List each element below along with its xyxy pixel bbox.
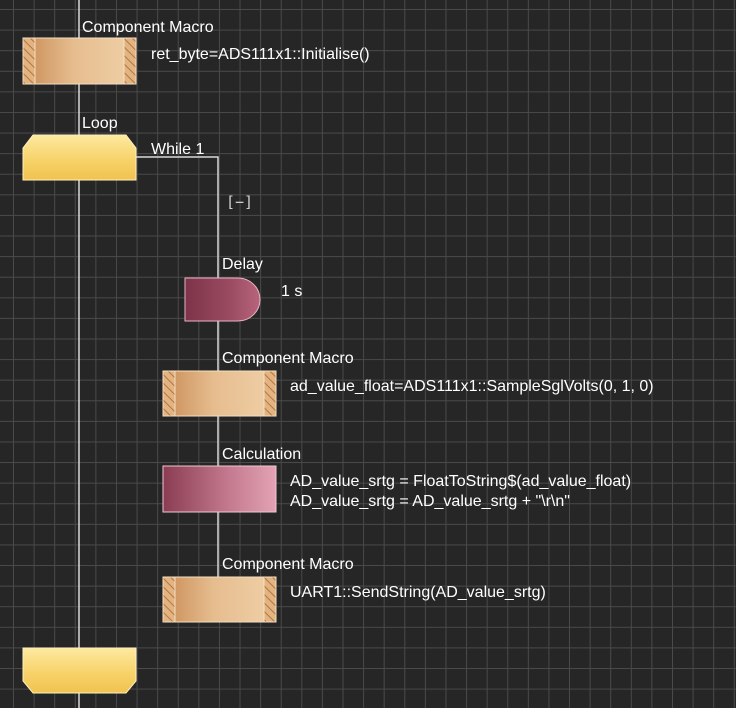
connector-loop-branch	[135, 156, 219, 278]
sample-macro-hatch-right	[264, 371, 276, 416]
calculation-line-2: AD_value_srtg = AD_value_srtg + "\r\n"	[290, 493, 570, 510]
calculation-title: Calculation	[222, 446, 302, 463]
init-macro-hatch-left	[23, 38, 35, 84]
loop-start-block[interactable]	[22, 134, 137, 181]
loop-collapse-toggle[interactable]: [−]	[226, 193, 254, 211]
init-macro-block[interactable]	[22, 37, 137, 85]
send-macro-hatch-right	[264, 577, 276, 622]
delay-title: Delay	[222, 256, 263, 273]
calculation-block[interactable]	[162, 465, 277, 513]
init-macro-text: ret_byte=ADS111x1::Initialise()	[151, 46, 370, 63]
connector-lines	[78, 0, 219, 708]
sample-macro-text: ad_value_float=ADS111x1::SampleSglVolts(…	[290, 378, 654, 395]
delay-text: 1 s	[281, 283, 303, 300]
sample-macro-hatch-left	[163, 371, 175, 416]
send-macro-text: UART1::SendString(AD_value_srtg)	[290, 584, 546, 601]
send-macro-hatch-left	[163, 577, 175, 622]
sample-macro-block[interactable]	[162, 370, 277, 417]
loop-title: Loop	[82, 115, 118, 132]
send-macro-block[interactable]	[162, 576, 277, 623]
send-macro-title: Component Macro	[222, 556, 354, 573]
loop-condition: While 1	[151, 141, 205, 158]
calculation-line-1: AD_value_srtg = FloatToString$(ad_value_…	[290, 473, 632, 490]
loop-end-block[interactable]	[22, 647, 137, 694]
delay-block[interactable]	[184, 277, 261, 322]
init-macro-hatch-right	[124, 38, 136, 84]
sample-macro-title: Component Macro	[222, 350, 354, 367]
init-macro-title: Component Macro	[82, 19, 214, 36]
